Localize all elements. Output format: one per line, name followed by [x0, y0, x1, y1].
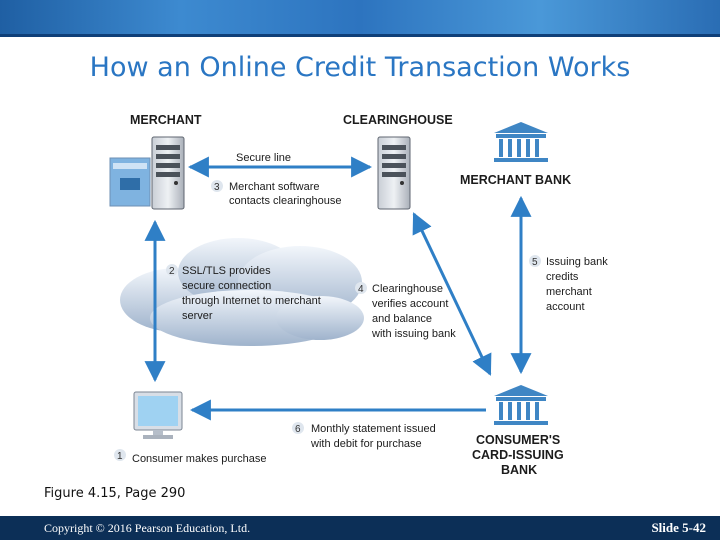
step-5-text-4: account: [546, 301, 585, 313]
step-6-text-2: with debit for purchase: [310, 438, 422, 450]
merchant-server-icon: [109, 136, 185, 210]
step-3-number: 3: [214, 182, 220, 193]
step-5-text-2: credits: [546, 271, 579, 283]
step-4-text-3: and balance: [372, 313, 432, 325]
node-label-merchant-bank: MERCHANT BANK: [460, 173, 571, 187]
node-label-clearinghouse: CLEARINGHOUSE: [343, 113, 453, 127]
step-3-text-1: Merchant software: [229, 181, 319, 193]
step-5-marker: [529, 255, 541, 267]
transaction-diagram: MERCHANT CLEARINGHOUSE MERCHANT BANK CON…: [109, 113, 608, 477]
node-label-issuing-bank-1: CONSUMER'S: [476, 433, 560, 447]
step-5-number: 5: [532, 257, 538, 268]
step-2-text-4: server: [182, 310, 213, 322]
step-1-text-1: Consumer makes purchase: [132, 453, 267, 465]
clearinghouse-server-icon: [377, 136, 411, 210]
merchant-bank-icon: [494, 122, 548, 162]
step-5-text-1: Issuing bank: [546, 256, 608, 268]
step-4-text-2: verifies account: [372, 298, 448, 310]
step-2-number: 2: [169, 266, 175, 277]
copyright-text: Copyright © 2016 Pearson Education, Ltd.: [44, 521, 251, 535]
figure-caption: Figure 4.15, Page 290: [44, 486, 186, 501]
consumer-computer-icon: [133, 391, 183, 439]
node-label-merchant: MERCHANT: [130, 113, 202, 127]
arrow-clearinghouse-issuing-bank: [412, 212, 492, 376]
step-4-number: 4: [358, 284, 364, 295]
node-label-issuing-bank-2: CARD-ISSUING: [472, 448, 564, 462]
step-3-text-2: contacts clearinghouse: [229, 195, 342, 207]
secure-line-label: Secure line: [236, 152, 291, 164]
slide-title: How an Online Credit Transaction Works: [89, 52, 631, 83]
step-2-text-2: secure connection: [182, 280, 271, 292]
header-banner: [0, 0, 720, 34]
step-4-text-4: with issuing bank: [371, 328, 456, 340]
step-6-number: 6: [295, 424, 301, 435]
internet-cloud: [120, 238, 364, 346]
card-issuing-bank-icon: [494, 385, 548, 425]
step-1-marker: [114, 449, 126, 461]
step-1-number: 1: [117, 451, 123, 462]
step-6-marker: [292, 422, 304, 434]
step-4-marker: [355, 282, 367, 294]
step-3-marker: [211, 180, 223, 192]
header-rule: [0, 34, 720, 37]
step-6-text-1: Monthly statement issued: [311, 423, 436, 435]
footer-bar: Copyright © 2016 Pearson Education, Ltd.…: [0, 516, 720, 540]
step-2-marker: [166, 264, 178, 276]
step-2-text-1: SSL/TLS provides: [182, 265, 271, 277]
step-5-text-3: merchant: [546, 286, 592, 298]
step-2-text-3: through Internet to merchant: [182, 295, 321, 307]
node-label-issuing-bank-3: BANK: [501, 463, 537, 477]
step-4-text-1: Clearinghouse: [372, 283, 443, 295]
slide-number: Slide 5-42: [651, 520, 706, 535]
